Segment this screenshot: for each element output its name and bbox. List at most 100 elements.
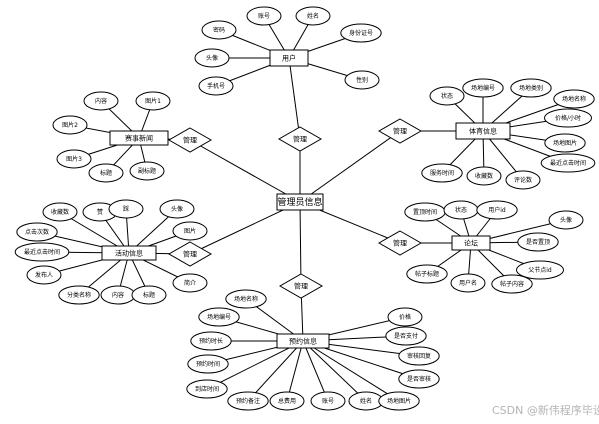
attribute-ellipse (510, 78, 552, 98)
attribute-ellipse (406, 264, 448, 284)
attribute-label: 是否置顶 (526, 239, 550, 246)
attribute-ellipse (466, 166, 502, 186)
attribute-news-1: 图片1 (135, 91, 171, 111)
relationship-label: 管理 (293, 135, 307, 144)
attribute-ellipse (421, 163, 463, 183)
attribute-label: 账号 (322, 397, 334, 405)
attribute-ellipse (131, 285, 167, 305)
line-attr-booking-13 (302, 340, 400, 402)
attribute-activity-6: 最近点击时间 (14, 242, 70, 262)
attribute-ellipse (544, 133, 586, 153)
attribute-ellipse (450, 273, 486, 293)
attribute-sports-2: 场地类别 (510, 78, 552, 98)
attribute-label: 点击次数 (25, 228, 49, 236)
attribute-label: 图片3 (66, 155, 82, 163)
entity-box (269, 49, 309, 67)
attribute-ellipse (385, 326, 427, 346)
attribute-ellipse (159, 199, 195, 219)
entity-label: 用户 (282, 54, 296, 63)
attribute-label: 置顶时间 (413, 208, 437, 216)
attribute-label: 内容 (95, 97, 107, 105)
attribute-activity-2: 踩 (108, 199, 144, 219)
attribute-ellipse (269, 391, 305, 411)
attribute-booking-12: 姓名 (348, 391, 384, 411)
attribute-forum-7: 父节点id (516, 260, 564, 280)
attribute-ellipse (198, 76, 234, 96)
attribute-forum-1: 状态 (443, 200, 479, 220)
attribute-label: 踩 (123, 206, 129, 213)
attribute-label: 预约时长 (199, 337, 223, 345)
attribute-ellipse (516, 260, 564, 280)
attribute-label: 价格/小时 (555, 114, 581, 122)
attribute-forum-4: 是否置顶 (517, 232, 559, 252)
attribute-news-0: 内容 (83, 91, 119, 111)
attribute-ellipse (378, 391, 420, 411)
attribute-user-2: 密码 (201, 20, 237, 40)
line-center-sports (299, 130, 401, 203)
attribute-ellipse (344, 70, 380, 90)
attribute-activity-11: 简介 (172, 273, 208, 293)
attribute-ellipse (505, 170, 541, 190)
relationship-label: 管理 (183, 136, 197, 145)
relationship-label: 管理 (183, 250, 197, 259)
attribute-ellipse (172, 273, 208, 293)
entity-box (109, 130, 169, 146)
entity-box (455, 122, 511, 140)
attribute-label: 帖子标题 (415, 270, 439, 278)
attribute-label: 身份证号 (349, 29, 373, 37)
attribute-activity-3: 头像 (159, 199, 195, 219)
attribute-activity-5: 图片 (172, 221, 208, 241)
attribute-forum-2: 用户id (476, 200, 518, 220)
attribute-label: 标题 (100, 169, 112, 177)
attribute-ellipse (186, 379, 228, 399)
attribute-label: 头像 (560, 216, 572, 224)
attribute-sports-1: 场地编号 (462, 78, 504, 98)
attribute-ellipse (310, 391, 346, 411)
entity-sports: 体育信息 (455, 122, 511, 140)
attribute-sports-0: 状态 (429, 86, 465, 106)
attribute-label: 图片 (184, 227, 196, 235)
attribute-sports-8: 最近点击时间 (540, 153, 596, 173)
attribute-label: 手机号 (207, 82, 225, 90)
attribute-activity-7: 发布人 (26, 265, 62, 285)
line-attr-booking-11 (302, 340, 329, 402)
attribute-user-0: 账号 (246, 6, 282, 26)
attribute-label: 服务时间 (430, 169, 454, 177)
attribute-ellipse (52, 115, 88, 135)
attribute-news-5: 副标题 (129, 161, 165, 181)
attribute-ellipse (190, 331, 232, 351)
attribute-ellipse (135, 91, 171, 111)
attribute-label: 收藏数 (475, 172, 493, 180)
attribute-label: 预约备注 (236, 397, 260, 405)
attribute-label: 帖子内容 (500, 280, 524, 288)
attribute-news-2: 图片2 (52, 115, 88, 135)
entity-activity: 活动信息 (101, 245, 157, 261)
attribute-booking-13: 场地图片 (378, 391, 420, 411)
entity-label: 体育信息 (469, 127, 497, 136)
attribute-booking-6: 审核回复 (398, 346, 440, 366)
attribute-ellipse (58, 285, 100, 305)
diamond-shape (167, 127, 213, 153)
entity-forum: 论坛 (451, 235, 491, 251)
entity-label: 赛事新闻 (125, 134, 153, 143)
watermark: CSDN @新伟程序毕设 (492, 403, 599, 417)
attribute-ellipse (42, 202, 78, 222)
relationship-manage-activity: 管理 (167, 241, 213, 267)
attribute-label: 场地名称 (234, 295, 258, 303)
attribute-booking-10: 总费用 (269, 391, 305, 411)
attribute-activity-9: 内容 (100, 285, 136, 305)
entity-label: 活动信息 (115, 249, 143, 258)
attribute-activity-0: 收藏数 (42, 202, 78, 222)
attribute-label: 图片1 (145, 97, 161, 105)
attribute-ellipse (295, 6, 331, 26)
attribute-ellipse (398, 369, 440, 389)
attribute-label: 用户id (488, 206, 506, 214)
line-center-booking (299, 201, 302, 287)
attribute-label: 收藏数 (51, 208, 69, 216)
attribute-label: 场地类别 (519, 84, 543, 92)
attribute-label: 账号 (258, 12, 270, 20)
attribute-label: 是否支付 (394, 332, 418, 340)
entity-booking: 预约信息 (276, 333, 330, 349)
attribute-label: 场地图片 (387, 397, 411, 405)
attribute-label: 姓名 (307, 12, 319, 20)
